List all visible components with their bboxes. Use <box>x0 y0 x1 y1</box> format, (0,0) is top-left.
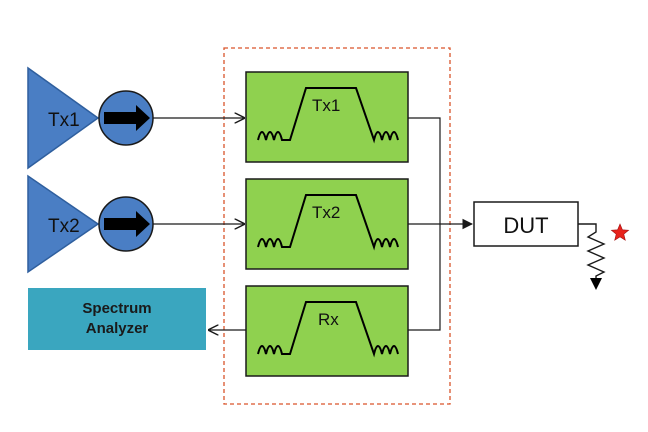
resistor-icon <box>578 223 606 278</box>
dut-block: DUT <box>473 201 579 247</box>
star-icon <box>610 223 630 241</box>
filter-tx2-label: Tx2 <box>312 203 340 222</box>
tx1-circulator <box>98 90 154 146</box>
filter-rx-label: Rx <box>318 310 339 329</box>
wire-rx-from-bus <box>408 224 441 331</box>
filter-tx1-label: Tx1 <box>312 96 340 115</box>
filter-rx: Rx <box>245 285 409 377</box>
tx1-amplifier-label: Tx1 <box>48 110 80 131</box>
tx2-amplifier: Tx2 <box>27 174 100 274</box>
spectrum-analyzer-label-line1: Spectrum <box>82 300 151 317</box>
spectrum-analyzer: Spectrum Analyzer <box>28 288 206 350</box>
tx2-circulator <box>98 196 154 252</box>
ground-arrow-icon <box>590 278 602 290</box>
tx2-amplifier-label: Tx2 <box>48 216 80 237</box>
filter-tx1: Tx1 <box>245 71 409 163</box>
arrow-right-icon <box>104 211 150 237</box>
bandpass-response-icon <box>257 301 399 358</box>
bandpass-response-icon <box>257 87 399 144</box>
tx1-amplifier: Tx1 <box>27 66 100 170</box>
wire-tx1-to-bus <box>408 117 441 224</box>
spectrum-analyzer-label-line2: Analyzer <box>86 320 149 337</box>
dut-label: DUT <box>503 213 548 238</box>
bandpass-response-icon <box>257 194 399 251</box>
combiner-enclosure <box>223 47 451 405</box>
filter-tx2: Tx2 <box>245 178 409 270</box>
termination-load <box>578 223 630 290</box>
arrow-right-icon <box>104 105 150 131</box>
